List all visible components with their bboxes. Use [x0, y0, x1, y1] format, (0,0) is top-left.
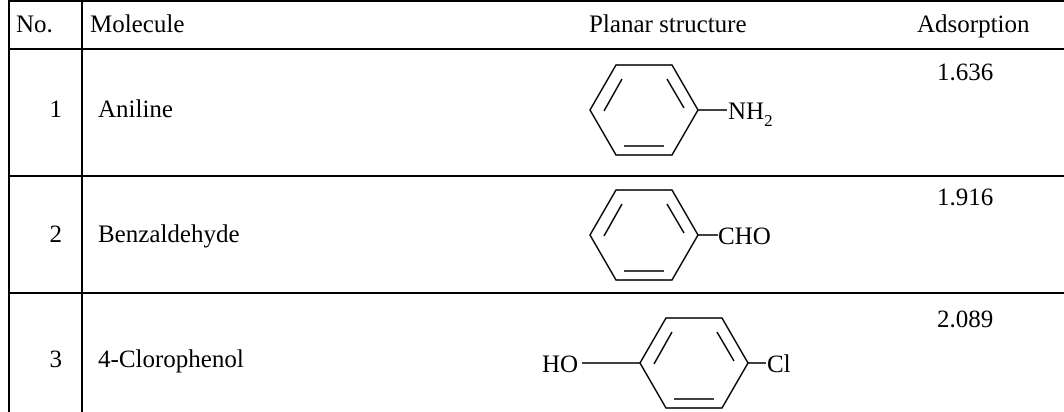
clorophenol-structure: HO Cl: [542, 317, 791, 409]
row-number: 3: [49, 346, 63, 373]
molecule-name: 4-Clorophenol: [98, 346, 244, 373]
row-number: 1: [49, 96, 63, 123]
rule-row2: [8, 292, 1064, 294]
adsorption-value: 2.089: [937, 306, 994, 333]
substituent-label: NH2: [728, 98, 773, 130]
benzaldehyde-structure: CHO: [589, 189, 771, 281]
substituent-label-left: HO: [542, 351, 578, 378]
row-number: 2: [49, 221, 63, 248]
header-no: No.: [16, 11, 53, 38]
adsorption-value: 1.916: [937, 184, 994, 211]
header-molecule: Molecule: [90, 11, 185, 38]
substituent-label-right: Cl: [767, 351, 791, 378]
molecule-name: Benzaldehyde: [98, 221, 240, 248]
header-adsorption: Adsorption: [917, 11, 1030, 38]
rule-col-divider: [81, 0, 83, 412]
aniline-structure: NH2: [589, 64, 773, 156]
rule-row1: [8, 175, 1064, 177]
rule-header: [8, 48, 1064, 50]
adsorption-value: 1.636: [937, 59, 994, 86]
rule-left: [8, 0, 10, 412]
substituent-label: CHO: [718, 223, 771, 250]
molecule-name: Aniline: [98, 96, 173, 123]
rule-top: [8, 0, 1064, 2]
header-planar-structure: Planar structure: [589, 11, 747, 38]
